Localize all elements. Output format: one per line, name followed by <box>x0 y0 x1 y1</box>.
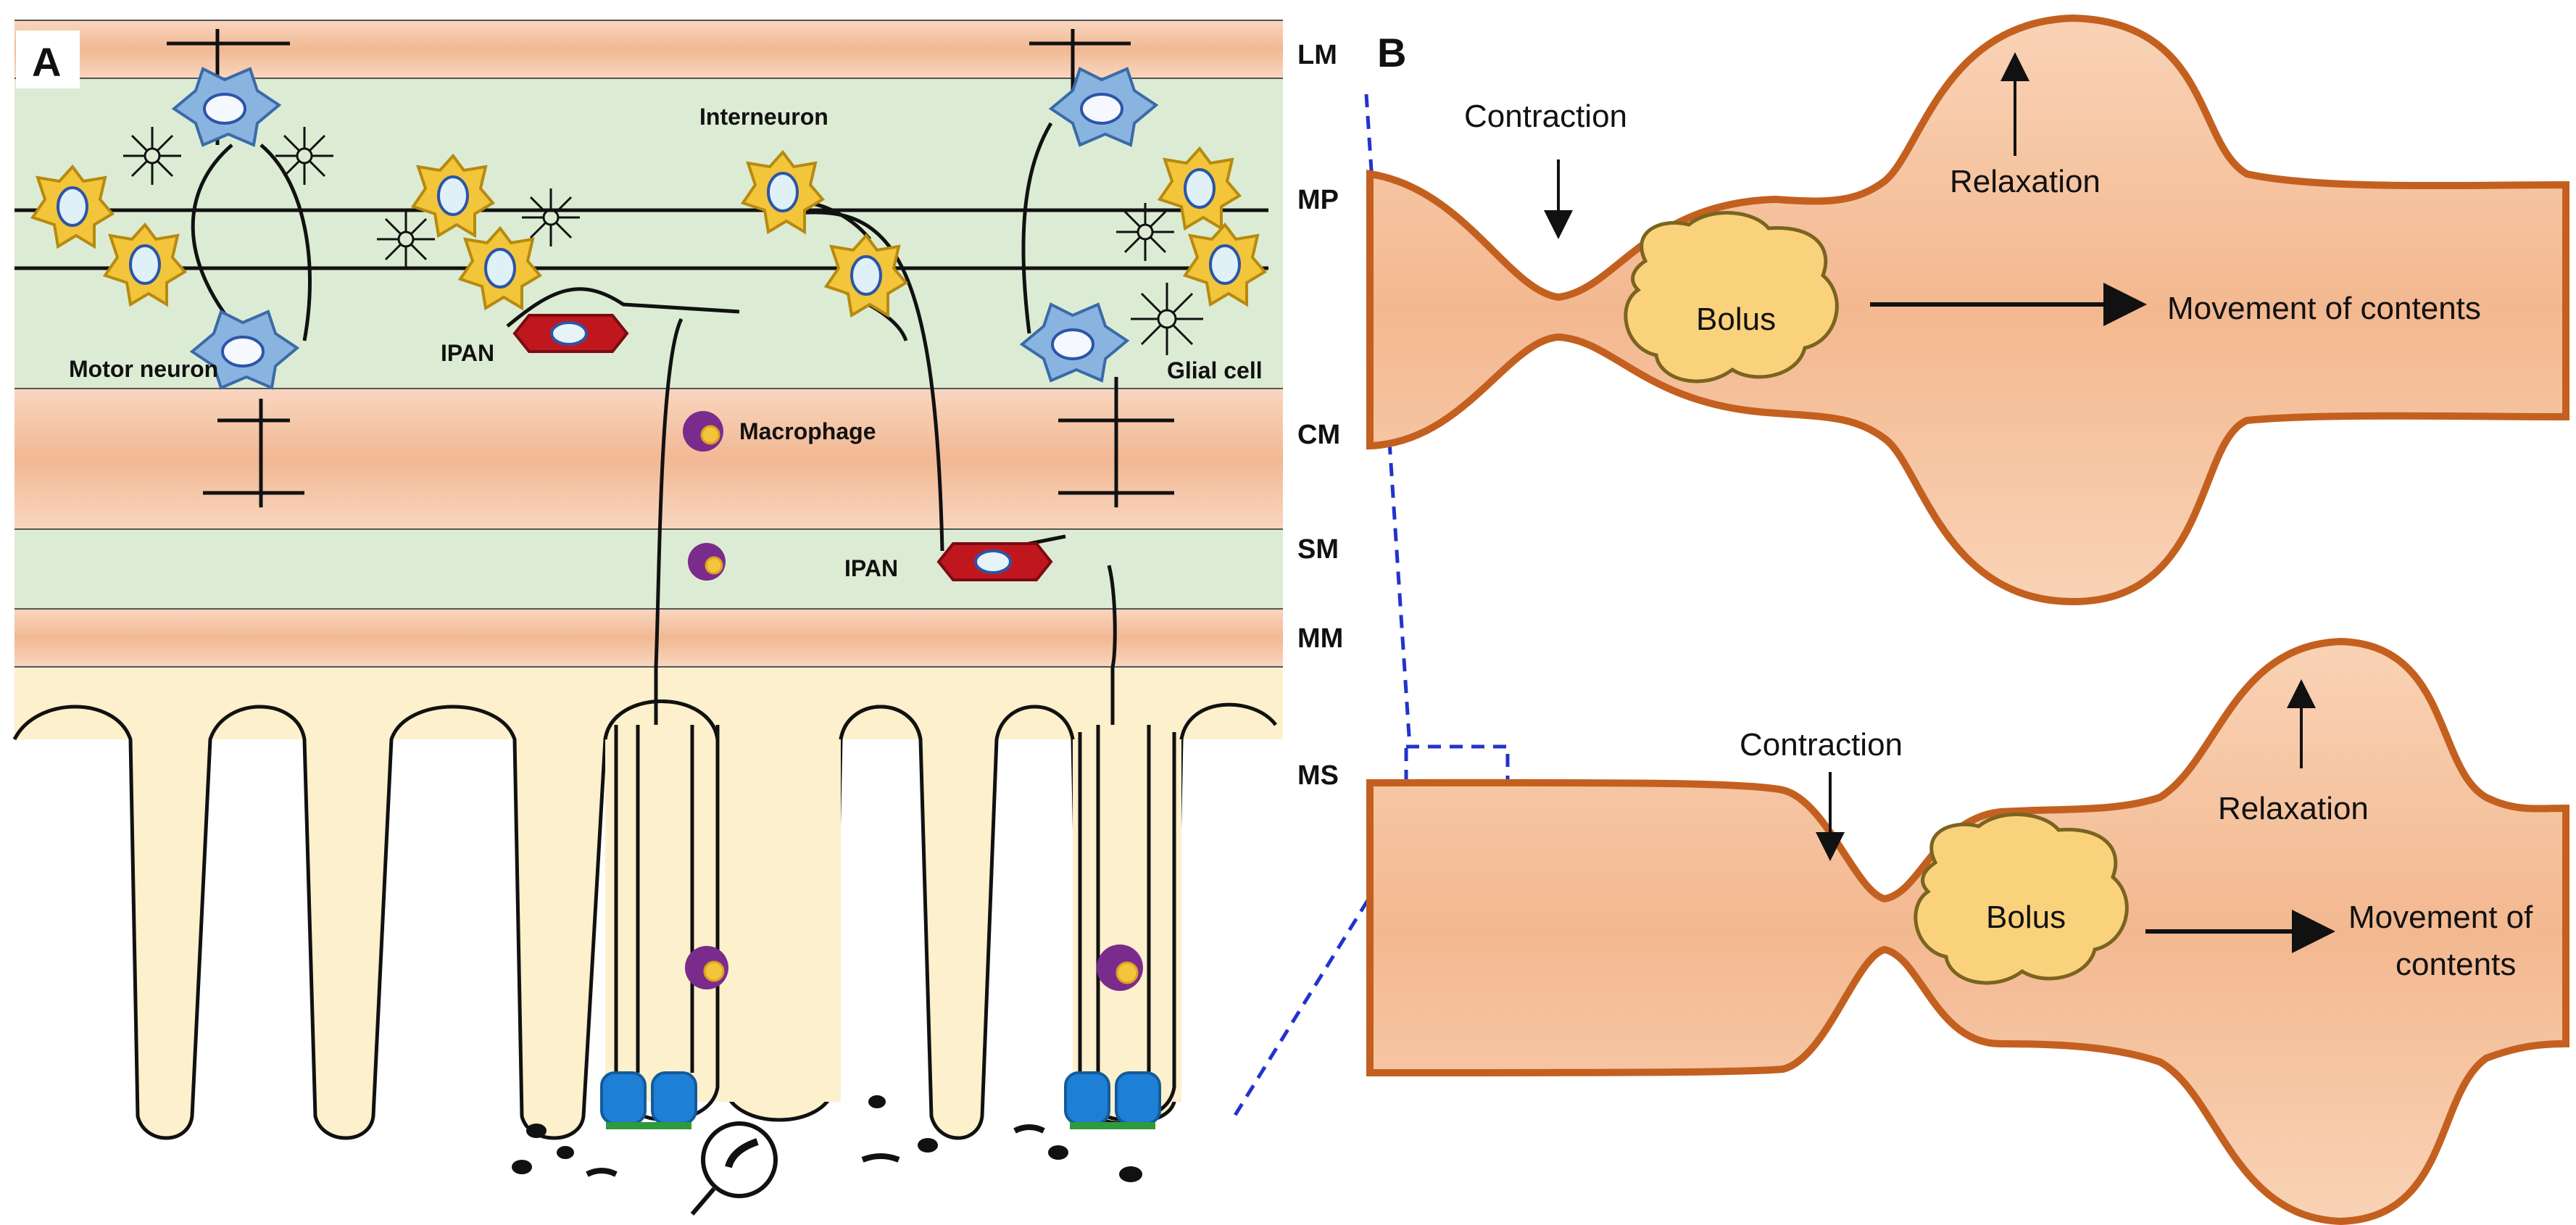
epithelium-cells <box>600 1071 1161 1129</box>
layer-label-mm: MM <box>1297 623 1343 654</box>
bottom-contraction-label: Contraction <box>1740 727 1903 763</box>
ipan-top-label: IPAN <box>441 340 494 366</box>
glial-cell-label: Glial cell <box>1167 357 1263 383</box>
layer-label-ms: MS <box>1297 760 1339 791</box>
top-bolus-label: Bolus <box>1696 302 1776 337</box>
bolus-top <box>1624 211 1839 383</box>
bottom-bolus-label: Bolus <box>1986 900 2066 935</box>
tube-top <box>1366 14 2569 606</box>
layer-label-lm: LM <box>1297 40 1337 70</box>
layer-cm <box>14 389 1283 529</box>
ipan-bottom-label: IPAN <box>844 555 898 581</box>
layer-label-cm: CM <box>1297 420 1340 450</box>
magnifier-icon <box>690 1121 778 1216</box>
layer-label-sm: SM <box>1297 534 1339 565</box>
panel-b-letter: B <box>1377 30 1406 75</box>
interneuron-cells <box>30 146 1268 318</box>
interneuron-label: Interneuron <box>699 104 828 130</box>
panel-a-letter: A <box>32 39 61 85</box>
layer-mm <box>14 609 1283 667</box>
layer-label-mp: MP <box>1297 185 1339 215</box>
bolus-bottom <box>1914 813 2129 985</box>
microbes <box>512 1095 1142 1182</box>
layer-sm <box>14 529 1283 609</box>
top-contraction-label: Contraction <box>1464 99 1627 134</box>
bottom-relaxation-label: Relaxation <box>2218 791 2369 826</box>
motor-neuron-cells <box>171 67 1159 390</box>
top-movement-label: Movement of contents <box>2167 291 2481 326</box>
ipan-cells <box>512 314 1053 581</box>
panel-b: B Contraction Relaxation Bolus Movement … <box>1366 14 2569 1225</box>
top-relaxation-label: Relaxation <box>1950 164 2101 199</box>
macrophage-cells <box>683 411 1143 991</box>
macrophage-label: Macrophage <box>739 418 876 444</box>
panel-a: A LM MP CM SM MM MS Interneuron Motor ne… <box>12 20 1343 1216</box>
bottom-movement-label-2: contents <box>2396 947 2516 982</box>
motor-neuron-label: Motor neuron <box>69 356 218 382</box>
glial-cells <box>123 127 1203 355</box>
arrows <box>1544 52 2335 953</box>
bottom-movement-label-1: Movement of <box>2348 900 2533 935</box>
